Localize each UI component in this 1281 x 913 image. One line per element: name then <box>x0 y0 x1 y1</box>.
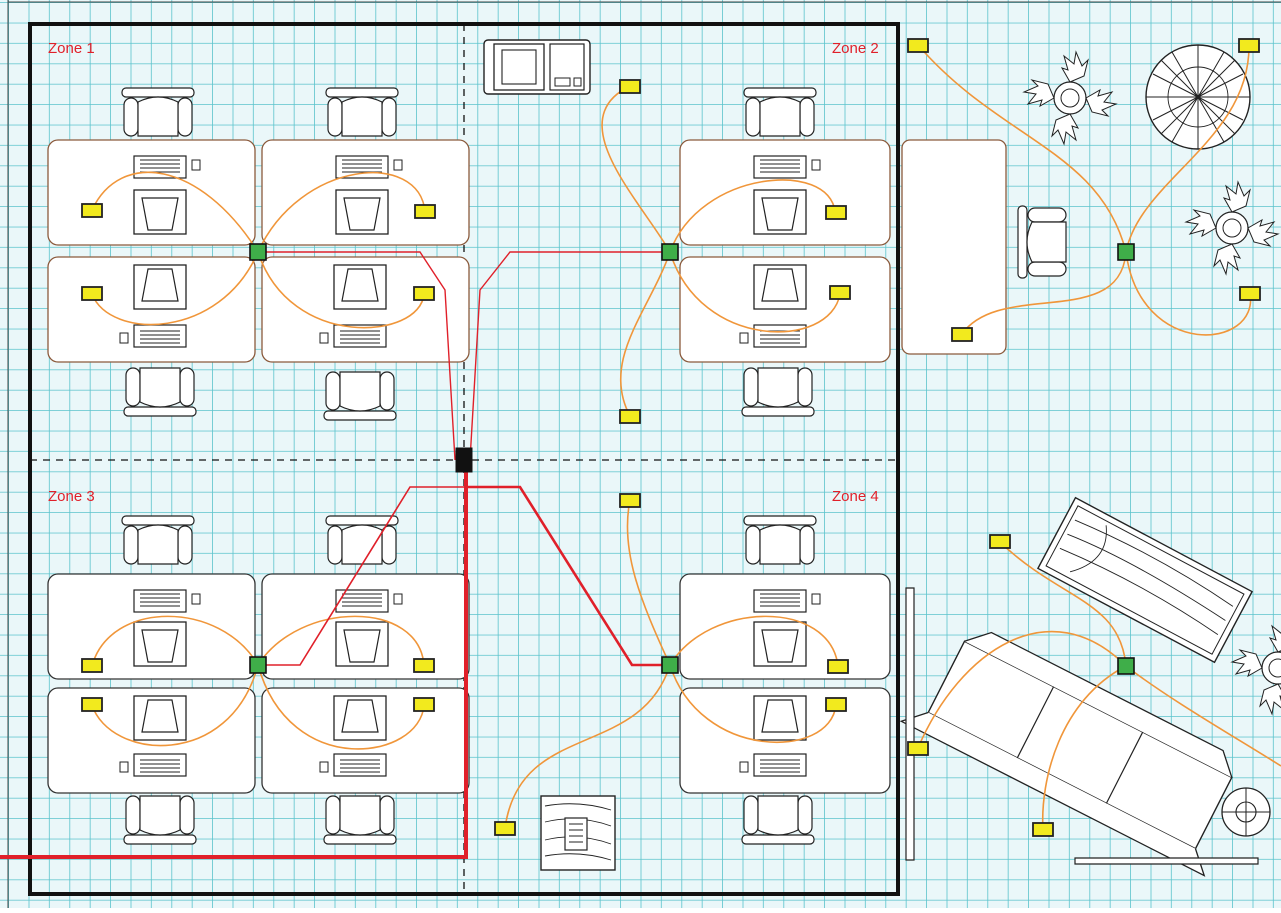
desk-monitor-icon <box>133 189 187 235</box>
data-outlet-icon <box>413 658 435 673</box>
desk-monitor-icon <box>133 695 187 741</box>
office-chair-icon <box>323 371 397 421</box>
desk-monitor-icon <box>133 621 187 667</box>
zone-box-icon <box>1117 243 1135 261</box>
data-outlet-icon <box>825 697 847 712</box>
zone-box-icon <box>661 243 679 261</box>
office-chair-icon <box>743 87 817 137</box>
zone-box-icon <box>249 243 267 261</box>
office-chair-icon <box>741 795 815 845</box>
data-outlet-icon <box>619 79 641 94</box>
desk-monitor-icon <box>335 189 389 235</box>
zone-box-icon <box>661 656 679 674</box>
desk-monitor-icon <box>753 695 807 741</box>
data-outlet-icon <box>907 38 929 53</box>
data-outlet-icon <box>1238 38 1260 53</box>
office-chair-icon <box>123 367 197 417</box>
office-chair-icon <box>743 515 817 565</box>
data-outlet-icon <box>827 659 849 674</box>
desk-monitor-icon <box>753 189 807 235</box>
backbone-cables <box>0 251 670 859</box>
zone-box-icon <box>249 656 267 674</box>
data-outlet-icon <box>989 534 1011 549</box>
desk-monitor-icon <box>133 264 187 310</box>
sofa-icon <box>899 631 1233 877</box>
lounge-area <box>899 44 1281 877</box>
zone-2-label: Zone 2 <box>832 40 879 57</box>
floor-lamp-icon <box>1221 787 1271 837</box>
data-outlet-icon <box>951 327 973 342</box>
drop-cables <box>91 44 1281 831</box>
desk-monitor-icon <box>335 621 389 667</box>
data-outlet-icon <box>81 203 103 218</box>
computer-workstation-icon <box>483 39 591 95</box>
office-chair-icon <box>323 795 397 845</box>
desk-monitor-icon <box>333 695 387 741</box>
data-outlet-icon <box>413 286 435 301</box>
desk-monitor-icon <box>753 264 807 310</box>
data-outlet-icon <box>413 697 435 712</box>
desk-monitor-icon <box>333 264 387 310</box>
zone-1-workstations <box>47 87 470 421</box>
bench <box>1074 857 1259 865</box>
data-outlet-icon <box>829 285 851 300</box>
desk-monitor-icon <box>753 621 807 667</box>
office-chair-icon <box>1017 205 1067 279</box>
data-outlet-icon <box>81 658 103 673</box>
coffee-table-icon <box>1036 496 1254 664</box>
side-desk <box>901 139 1007 355</box>
office-chair-icon <box>121 87 195 137</box>
office-chair-icon <box>741 367 815 417</box>
data-outlet-icon <box>81 697 103 712</box>
table-icon <box>540 795 616 871</box>
data-outlet-icon <box>825 205 847 220</box>
data-outlet-icon <box>619 493 641 508</box>
office-chair-icon <box>325 87 399 137</box>
data-outlet-icon <box>414 204 436 219</box>
data-outlet-icon <box>1032 822 1054 837</box>
zone-1-label: Zone 1 <box>48 40 95 57</box>
data-outlet-icon <box>494 821 516 836</box>
zone-3-label: Zone 3 <box>48 488 95 505</box>
office-chair-icon <box>123 795 197 845</box>
round-tree-icon <box>1145 44 1251 150</box>
data-outlet-icon <box>619 409 641 424</box>
office-chair-icon <box>121 515 195 565</box>
zone-3-workstations <box>47 515 470 845</box>
zone-4-label: Zone 4 <box>832 488 879 505</box>
zone-box-icon <box>1117 657 1135 675</box>
partition-wall <box>905 587 915 861</box>
zone-4-workstations <box>679 515 891 845</box>
data-outlet-icon <box>1239 286 1261 301</box>
data-outlet-icon <box>81 286 103 301</box>
data-outlet-icon <box>907 741 929 756</box>
distribution-point-icon <box>455 447 473 473</box>
